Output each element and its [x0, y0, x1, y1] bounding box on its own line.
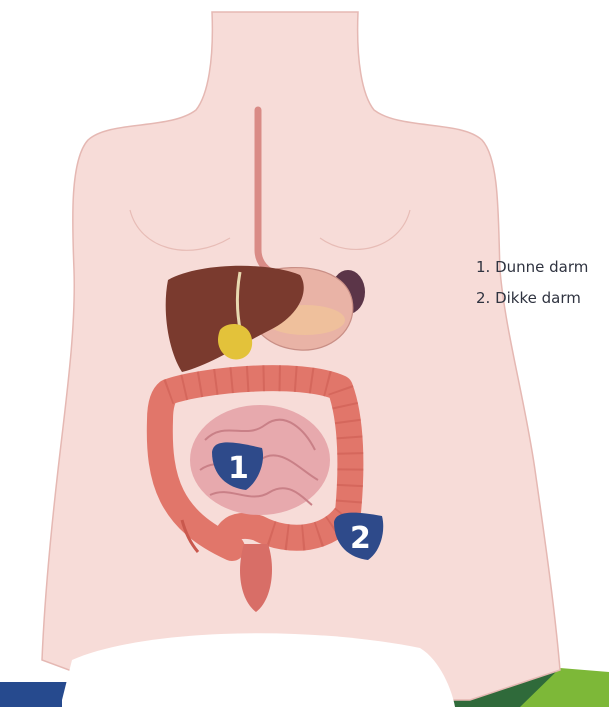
legend-item-1: 1. Dunne darm — [476, 252, 588, 283]
legend-item-2-label: Dikke darm — [495, 289, 581, 307]
legend: 1. Dunne darm 2. Dikke darm — [476, 252, 588, 314]
legend-item-1-label: Dunne darm — [495, 258, 588, 276]
legend-item-2-number: 2. — [476, 289, 490, 307]
legend-item-2: 2. Dikke darm — [476, 283, 588, 314]
legend-item-1-number: 1. — [476, 258, 490, 276]
body-silhouette — [42, 12, 560, 700]
marker-1-label: 1 — [228, 451, 249, 486]
marker-2-label: 2 — [350, 521, 371, 556]
